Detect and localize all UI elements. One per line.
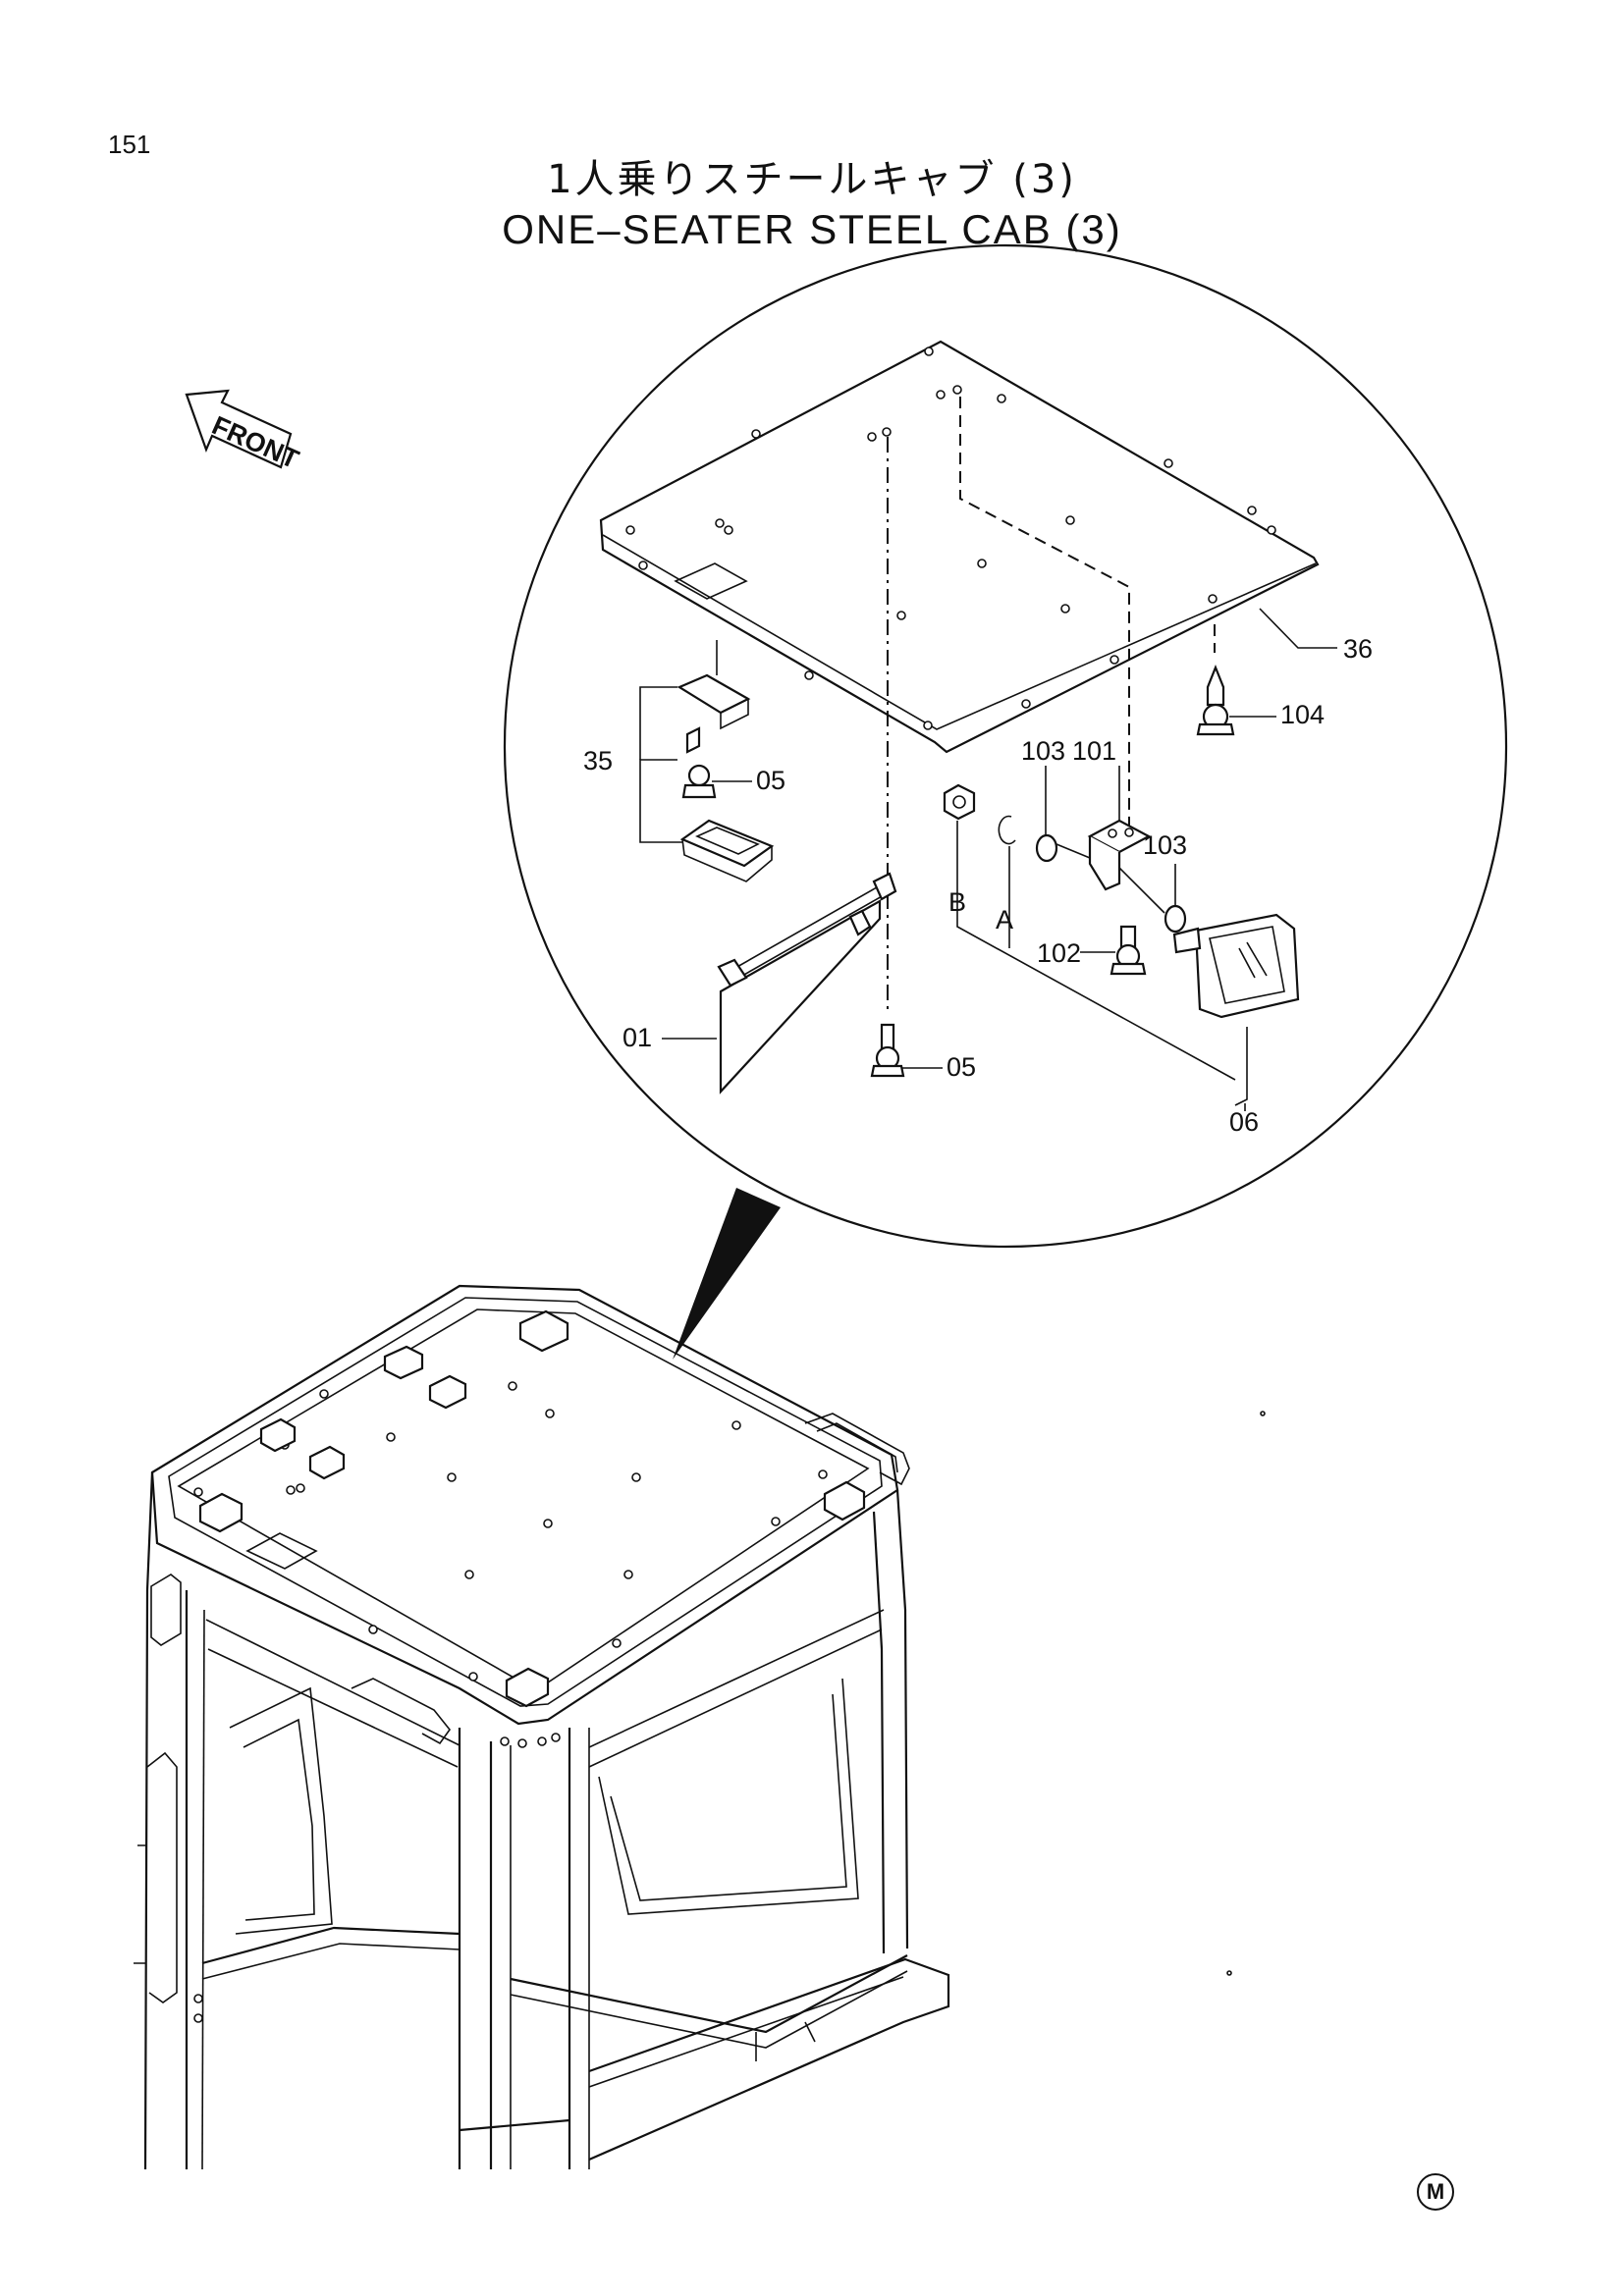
- part-05-lower-bolt: [870, 1023, 905, 1078]
- front-arrow-icon: FRONT: [185, 389, 304, 475]
- front-label: FRONT: [208, 410, 304, 474]
- page-number: 151: [108, 130, 151, 159]
- page-title-japanese: 1人乗りスチールキャブ (3): [547, 157, 1077, 202]
- callout-b: B: [948, 887, 966, 917]
- callout-102: 102: [1037, 938, 1081, 968]
- callout-05-lower: 05: [947, 1052, 976, 1082]
- part-104-screw: [1196, 665, 1235, 736]
- detail-circle: [503, 243, 1508, 1249]
- callout-06: 06: [1229, 1107, 1259, 1137]
- steel-cab: [134, 1284, 950, 2170]
- callout-104: 104: [1280, 700, 1325, 729]
- part-35-assembly: [639, 673, 775, 882]
- callout-103-right: 103: [1143, 830, 1187, 860]
- callout-101: 101: [1072, 736, 1116, 766]
- callout-05-upper: 05: [756, 766, 785, 795]
- part-101-bracket: [1056, 819, 1165, 914]
- roof-panel: [599, 340, 1320, 754]
- part-clip-a: [998, 815, 1016, 845]
- callout-36: 36: [1343, 634, 1373, 664]
- part-103-washer-right: [1164, 904, 1187, 934]
- part-102-bolt: [1110, 925, 1147, 976]
- part-01-wiper: [717, 872, 897, 1095]
- part-103-washer-left: [1035, 833, 1058, 863]
- callout-01: 01: [623, 1023, 652, 1052]
- callout-35: 35: [583, 746, 613, 775]
- metric-mark-icon: M: [1417, 2173, 1454, 2211]
- detail-pointer: [673, 1188, 781, 1360]
- callout-a: A: [996, 905, 1013, 934]
- part-06-lamp: [1172, 913, 1300, 1019]
- callout-103-left: 103: [1021, 736, 1065, 766]
- part-nut-b: [943, 783, 976, 821]
